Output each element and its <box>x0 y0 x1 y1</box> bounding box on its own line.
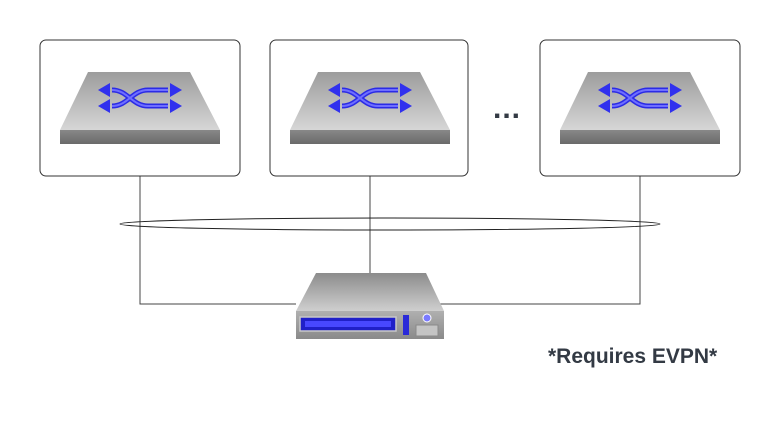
evpn-requirement-note: *Requires EVPN* <box>548 345 718 368</box>
switch-box-2 <box>269 39 469 177</box>
switch-icon <box>560 72 720 144</box>
server-icon <box>296 273 444 339</box>
link-switch-3 <box>440 146 641 305</box>
more-switches-ellipsis: ... <box>493 92 522 125</box>
link-switch-1 <box>139 146 296 305</box>
switch-box-3 <box>539 39 741 177</box>
switch-box-1 <box>39 39 241 177</box>
switch-icon <box>60 72 220 144</box>
lag-ellipse <box>119 217 661 231</box>
switch-icon <box>290 72 450 144</box>
